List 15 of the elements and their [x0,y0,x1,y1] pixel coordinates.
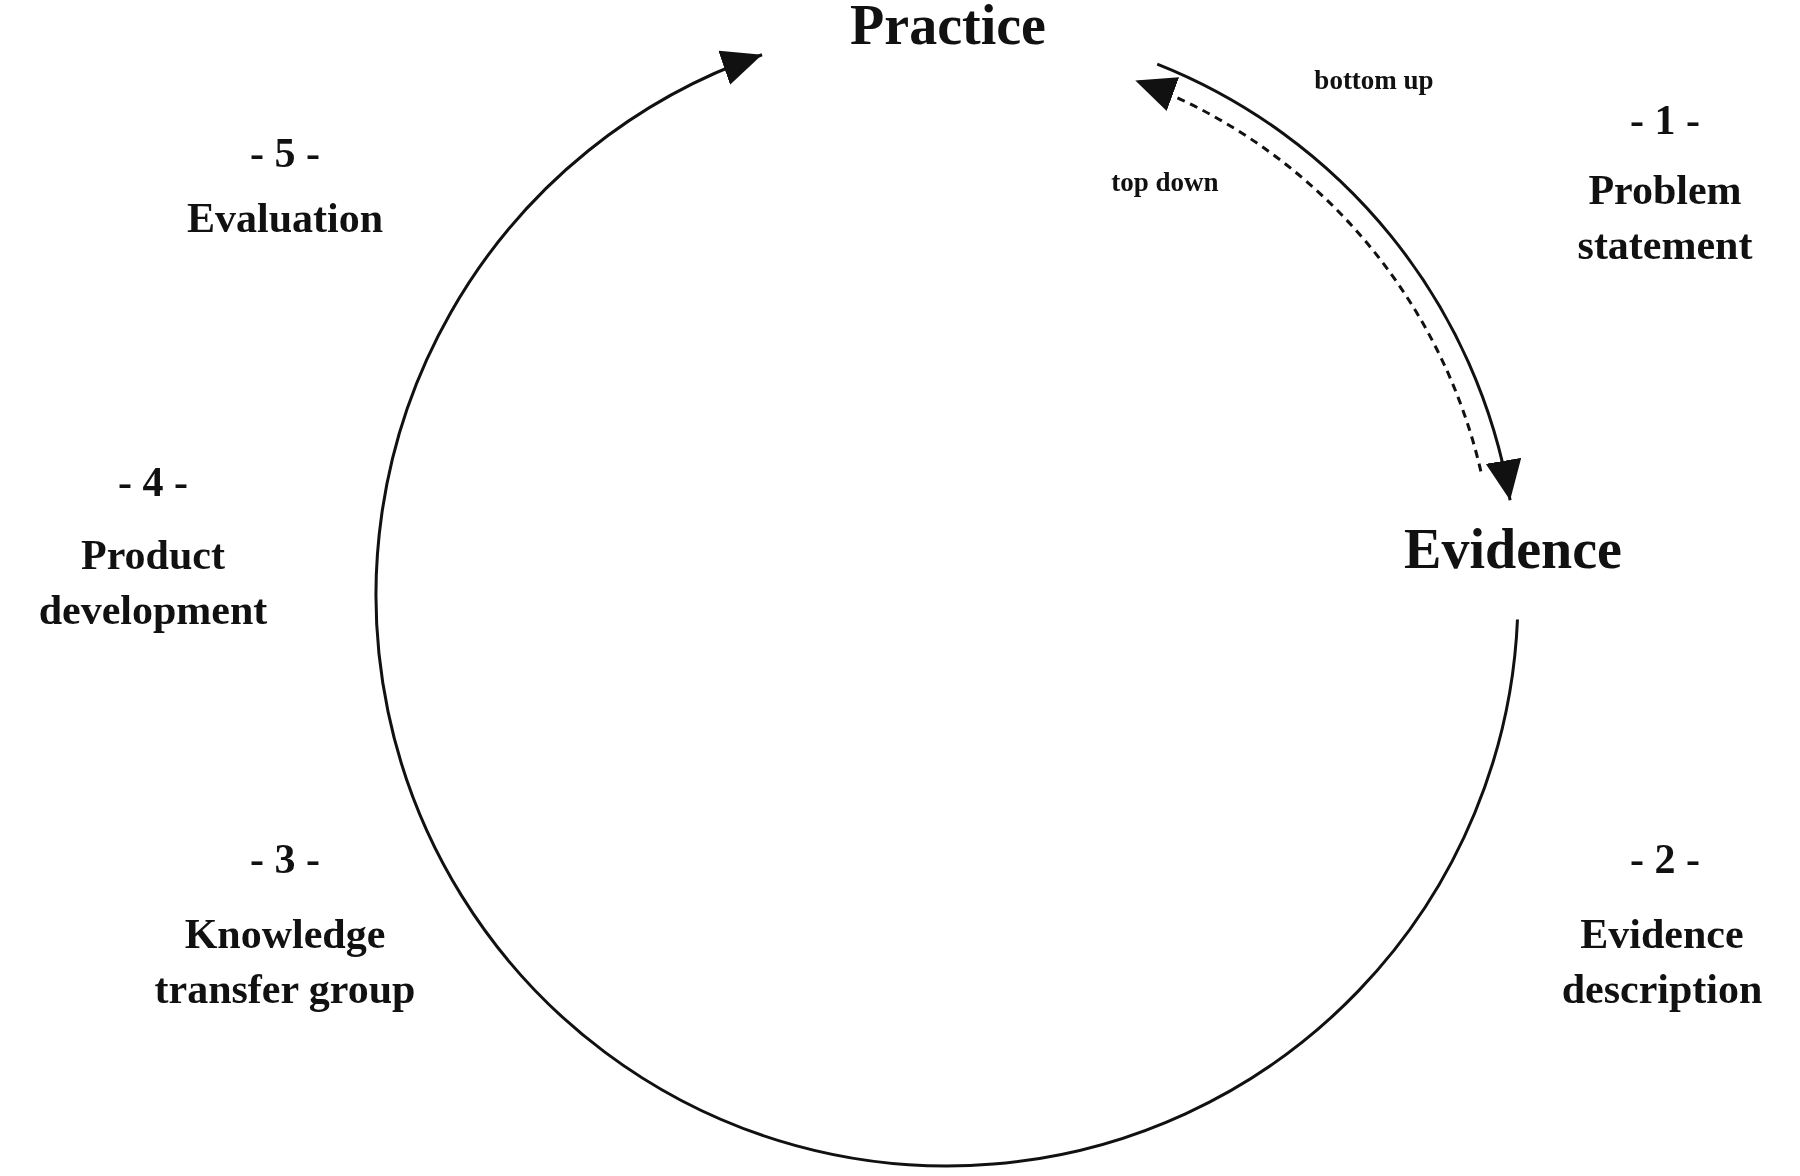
step-number: - 5 - [249,128,321,178]
step-number: - 1 - [1629,95,1701,145]
arrow [375,53,1519,1167]
step-label: Knowledge transfer group [153,910,417,1014]
step-label: Product development [37,531,269,635]
step-label: Evaluation [185,193,385,243]
dashed-arrow [1134,79,1483,472]
step-number: - 3 - [249,834,321,884]
step-number: - 2 - [1629,834,1701,884]
step-number: - 4 - [117,457,189,507]
step-label: Problem statement [1576,166,1754,270]
node-label: Practice [850,0,1046,53]
arrow [1156,62,1519,501]
node-label: Evidence [1404,521,1622,577]
step-label: Evidence description [1560,910,1764,1014]
